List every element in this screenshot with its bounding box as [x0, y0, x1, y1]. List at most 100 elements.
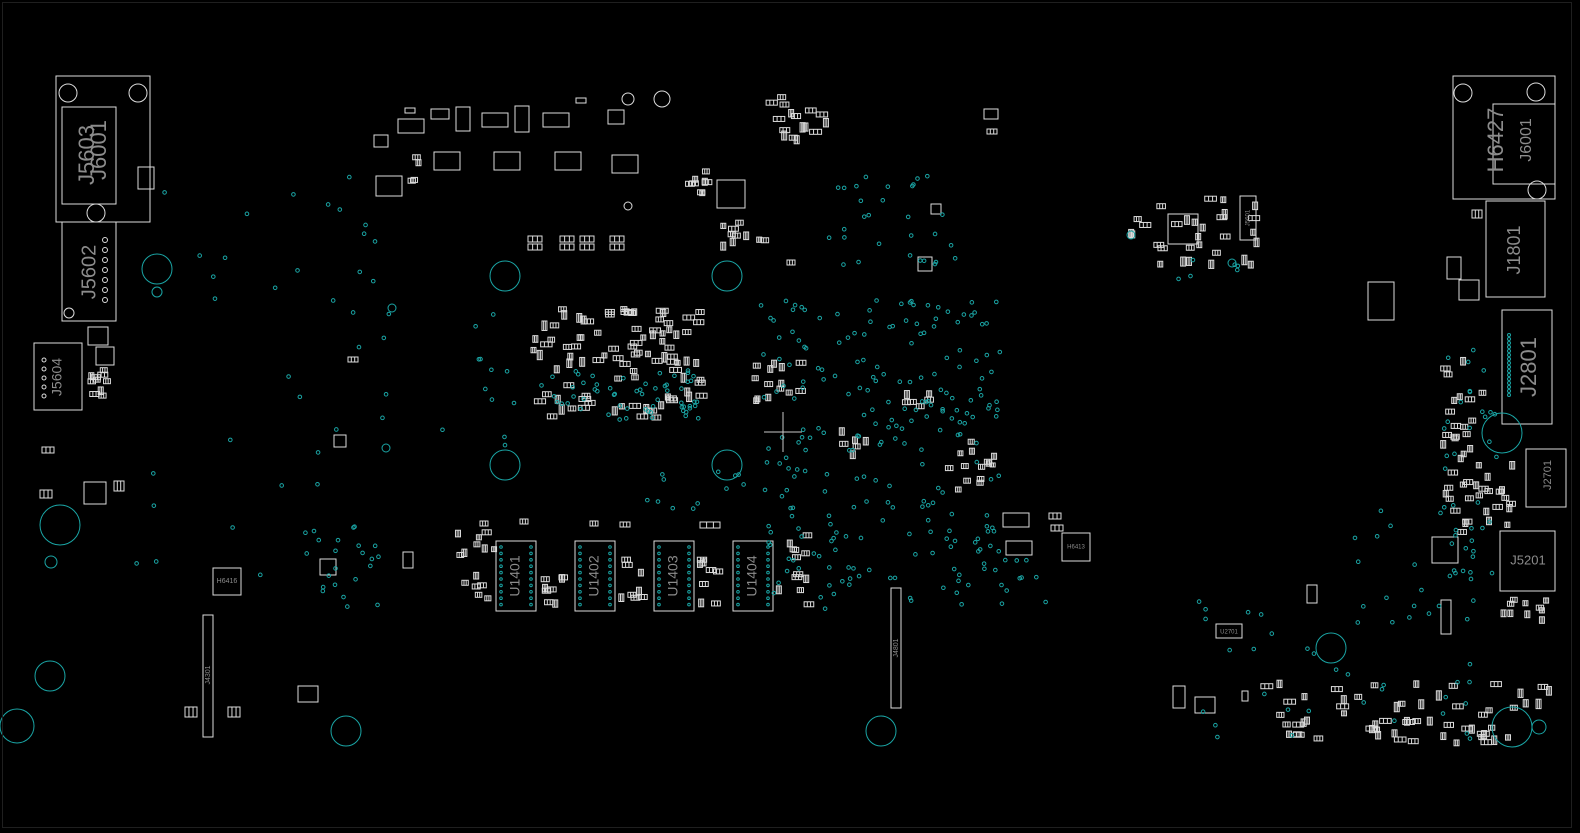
bga-ball	[578, 583, 582, 588]
smd-component	[666, 326, 673, 334]
via	[1453, 570, 1458, 576]
via	[779, 493, 785, 499]
connector-pin	[1507, 365, 1511, 369]
via	[790, 557, 796, 563]
via	[1352, 535, 1358, 541]
mounting-hole	[39, 504, 81, 546]
smd-component	[1464, 396, 1476, 403]
smd-component	[1492, 503, 1503, 510]
via	[353, 577, 358, 582]
via	[915, 176, 920, 181]
via	[930, 500, 936, 506]
bga-ball	[736, 602, 740, 607]
via	[786, 556, 792, 562]
bga-ball	[499, 545, 503, 549]
ic-outline	[716, 179, 746, 209]
via	[320, 584, 326, 590]
via-layer	[0, 173, 1547, 748]
via	[356, 543, 361, 548]
smd-component	[777, 94, 787, 101]
via	[774, 389, 779, 394]
via	[948, 242, 954, 248]
via	[914, 321, 920, 327]
bga-ball	[736, 590, 740, 594]
pad-ring	[41, 357, 47, 363]
label-j2801: J2801	[1516, 337, 1541, 397]
smd-component	[1509, 461, 1516, 470]
via	[911, 302, 916, 308]
via	[304, 551, 310, 556]
via	[1426, 611, 1432, 616]
via	[909, 340, 914, 346]
bga-ball	[608, 545, 612, 549]
via	[938, 387, 944, 393]
via	[902, 441, 907, 446]
via	[578, 406, 584, 412]
smd-component	[1252, 201, 1259, 211]
smd-component	[579, 243, 595, 251]
connector-j6001-outline	[1492, 103, 1556, 185]
smd-component	[989, 462, 996, 468]
via	[984, 352, 990, 358]
via	[802, 344, 807, 350]
smd-component	[1462, 431, 1471, 438]
bga-ball	[657, 545, 661, 549]
smd-component	[756, 236, 763, 243]
ic-outline	[375, 175, 403, 197]
via	[909, 418, 914, 424]
via	[679, 400, 684, 406]
ic-outline	[1215, 623, 1243, 639]
via	[345, 604, 350, 609]
via	[909, 298, 914, 304]
bga-ball	[529, 564, 533, 569]
via	[1469, 525, 1474, 531]
via	[1467, 389, 1473, 395]
via	[945, 309, 951, 314]
via	[974, 358, 979, 364]
via	[802, 307, 808, 313]
via	[621, 375, 626, 381]
label-u1403: U1403	[665, 555, 681, 596]
smd-component	[699, 581, 709, 588]
smd-component	[575, 97, 587, 104]
label-j5603: J5603	[74, 125, 99, 185]
via	[944, 390, 949, 396]
smd-component	[473, 571, 480, 580]
via	[350, 310, 356, 315]
via	[777, 356, 782, 362]
smd-component	[649, 330, 656, 340]
connector-pin	[1507, 385, 1511, 389]
smd-component	[793, 571, 804, 578]
bga-ball	[578, 570, 582, 575]
via	[347, 174, 352, 180]
smd-component	[664, 393, 671, 401]
connector-j2801-outline	[1501, 309, 1553, 425]
ic-outline	[83, 481, 107, 505]
via	[794, 467, 800, 472]
smd-component	[667, 353, 678, 360]
smd-component	[636, 413, 649, 420]
ic-outline	[493, 151, 521, 171]
via	[303, 530, 308, 536]
connector-j5601-outline	[1239, 195, 1257, 241]
label-j4301: J4301	[205, 665, 212, 684]
via	[818, 595, 823, 600]
mounting-hole	[489, 449, 521, 481]
via	[670, 505, 676, 511]
smd-component	[612, 355, 624, 362]
bga-ball	[608, 558, 612, 562]
via	[788, 505, 793, 511]
bga-ball	[578, 596, 582, 601]
via	[866, 212, 872, 218]
smd-component	[580, 315, 587, 325]
via	[784, 568, 790, 574]
smd-component	[1139, 221, 1152, 228]
smd-component	[651, 414, 662, 421]
smd-component	[754, 395, 761, 403]
bga-ball	[529, 551, 533, 556]
via	[1213, 722, 1218, 728]
via	[1361, 604, 1366, 609]
via	[724, 486, 729, 491]
smd-component	[693, 359, 700, 367]
